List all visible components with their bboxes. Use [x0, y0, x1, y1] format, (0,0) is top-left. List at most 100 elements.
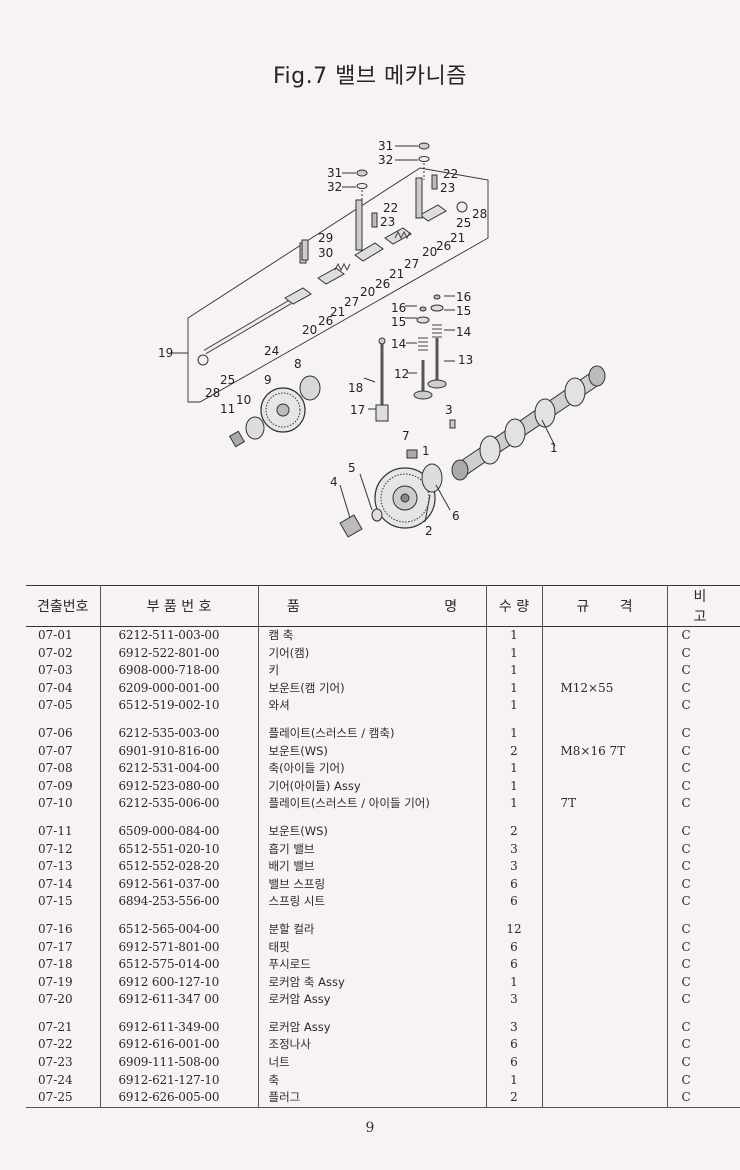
row-part-no: 6509-000-084-00: [100, 822, 259, 841]
row-part-name: 축: [258, 1071, 487, 1090]
row-part-name: 플러그: [258, 1089, 487, 1108]
row-part-name: 와셔: [258, 697, 487, 715]
row-part-no: 6512-552-028-20: [100, 858, 259, 876]
row-spec: [542, 875, 668, 894]
row-ref-no: 07-16: [26, 920, 101, 939]
row-spec: [542, 777, 668, 796]
label-25: 25: [220, 373, 235, 387]
row-ref-no: 07-01: [26, 626, 101, 645]
row-part-name: 흡기 밸브: [258, 840, 487, 859]
row-spec: [542, 1054, 668, 1072]
row-qty: 3: [486, 858, 543, 876]
row-part-no: 6901-910-816-00: [100, 742, 259, 761]
diagram-labels: 31 32 31 32 22 23 28 25 21 26 20 22 23 2…: [158, 139, 558, 538]
label-21: 21: [330, 305, 345, 319]
header-note: 비 고: [667, 585, 740, 627]
header-part-name: 품 명: [258, 585, 487, 627]
label-26: 26: [375, 277, 390, 291]
row-qty: 1: [486, 777, 543, 796]
row-qty: 3: [486, 1018, 543, 1037]
row-part-name: 로커암 Assy: [258, 991, 487, 1009]
table-header-row: 견출번호 부 품 번 호 품 명 수 량 규 격 비 고: [26, 585, 740, 627]
row-part-no: 6912-571-801-00: [100, 938, 259, 957]
row-note: C: [681, 778, 691, 793]
label-20: 20: [360, 285, 375, 299]
header-ref-no: 견출번호: [26, 585, 101, 627]
row-qty: 6: [486, 1036, 543, 1055]
row-note: C: [681, 1055, 691, 1070]
label-11: 11: [220, 402, 235, 416]
group-spacer: [26, 812, 740, 823]
row-note: C: [681, 876, 691, 891]
label-6: 6: [452, 509, 460, 523]
group-spacer: [26, 910, 740, 921]
row-part-name: 플레이트(스러스트 / 캠축): [258, 724, 487, 743]
label-7: 7: [402, 429, 410, 443]
row-spec: [542, 858, 668, 876]
row-part-name: 조정나사: [258, 1036, 487, 1055]
valve-mechanism-drawing: 31 32 31 32 22 23 28 25 21 26 20 22 23 2…: [158, 139, 606, 538]
row-ref-no: 07-11: [26, 822, 101, 841]
row-part-name: 보운트(WS): [258, 822, 487, 841]
row-ref-no: 07-02: [26, 644, 101, 663]
label-20: 20: [302, 323, 317, 337]
row-qty: 1: [486, 760, 543, 778]
row-note: C: [681, 796, 691, 811]
row-note: C: [667, 1089, 740, 1108]
row-part-no: 6912-611-347 00: [100, 991, 259, 1009]
row-part-name: 스프링 시트: [258, 893, 487, 911]
label-22: 22: [443, 167, 458, 181]
row-part-name: 밸브 스프링: [258, 875, 487, 894]
row-ref-no: 07-07: [26, 742, 101, 761]
row-note: C: [681, 823, 691, 838]
row-part-name: 캠 축: [258, 626, 487, 645]
row-note: C: [681, 939, 691, 954]
row-part-name: 배기 밸브: [258, 858, 487, 876]
label-14: 14: [456, 325, 471, 339]
group-spacer: [26, 714, 740, 725]
row-part-name: 분할 컬라: [258, 920, 487, 939]
row-part-no: 6212-511-003-00: [100, 626, 259, 645]
label-1: 1: [422, 444, 430, 458]
row-note: C: [681, 957, 691, 972]
row-part-name: 푸시로드: [258, 956, 487, 974]
label-25: 25: [456, 216, 471, 230]
label-29: 29: [318, 231, 333, 245]
row-qty: 6: [486, 938, 543, 957]
row-qty: 12: [486, 920, 543, 939]
row-note: C: [681, 1072, 691, 1087]
row-note: C: [681, 894, 691, 909]
page-number: 9: [365, 1120, 375, 1136]
row-spec: [542, 1018, 668, 1037]
row-note: C: [681, 680, 691, 695]
row-ref-no: 07-08: [26, 760, 101, 778]
label-13: 13: [458, 353, 473, 367]
label-32: 32: [327, 180, 342, 194]
row-spec: [542, 920, 668, 939]
label-12: 12: [394, 367, 409, 381]
row-part-name: 태핏: [258, 938, 487, 957]
row-part-no: 6512-565-004-00: [100, 920, 259, 939]
figure-title: Fig.7 밸브 메카니즘: [272, 64, 468, 89]
row-part-no: 6912-611-349-00: [100, 1018, 259, 1037]
row-part-no: 6909-111-508-00: [100, 1054, 259, 1072]
row-qty: 1: [486, 644, 543, 663]
label-8: 8: [294, 357, 302, 371]
row-spec: [542, 1089, 668, 1108]
row-spec: [542, 938, 668, 957]
row-part-no: 6912 600-127-10: [100, 973, 259, 992]
label-14: 14: [391, 337, 406, 351]
label-21: 21: [450, 231, 465, 245]
row-spec: [542, 1036, 668, 1055]
label-16: 16: [456, 290, 471, 304]
label-15: 15: [391, 315, 406, 329]
